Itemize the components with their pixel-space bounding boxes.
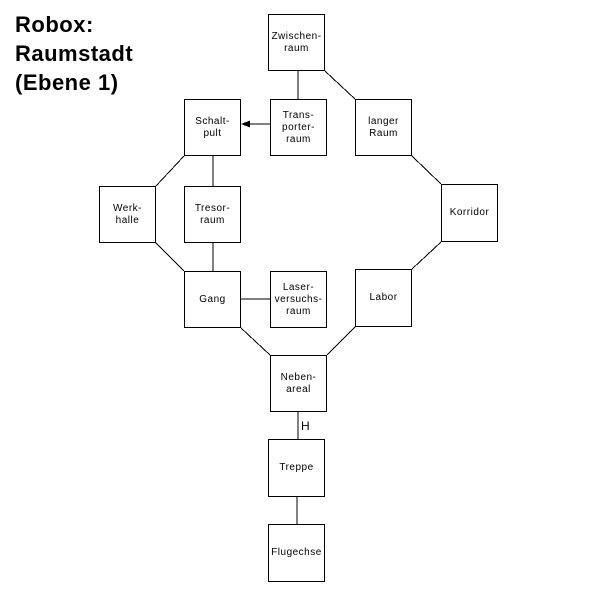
- room-tresorraum: Tresor- raum: [184, 186, 241, 243]
- title-line-1: Robox:: [15, 12, 94, 37]
- connection-labor--nebenareal: [326, 326, 356, 356]
- connection-nebenareal--gang: [240, 327, 271, 356]
- door-label-h: H: [301, 419, 310, 433]
- room-werkhalle: Werk- halle: [99, 186, 156, 243]
- connection-gang--werkhalle: [155, 242, 185, 272]
- room-labor: Labor: [355, 269, 412, 327]
- room-nebenareal: Neben- areal: [270, 355, 327, 412]
- title-line-2: Raumstadt: [15, 41, 134, 66]
- title-line-3: (Ebene 1): [15, 70, 119, 95]
- room-laserversuchsraum: Laser- versuchs- raum: [270, 271, 327, 328]
- room-langer-raum: langer Raum: [355, 99, 412, 156]
- room-korridor: Korridor: [441, 184, 498, 242]
- page-title: Robox: Raumstadt (Ebene 1): [15, 10, 133, 97]
- room-transporterraum: Trans- porter- raum: [270, 99, 327, 156]
- room-flugechse: Flugechse: [268, 524, 325, 582]
- connection-werkhalle--schaltpult: [155, 155, 185, 187]
- connection-langer-raum--korridor: [411, 155, 442, 185]
- connection-zwischenraum--langer-raum: [324, 70, 356, 100]
- room-schaltpult: Schalt- pult: [184, 99, 241, 156]
- room-zwischenraum: Zwischen- raum: [268, 14, 325, 71]
- room-gang: Gang: [184, 271, 241, 328]
- connection-korridor--labor: [411, 241, 442, 270]
- room-treppe: Treppe: [268, 439, 325, 497]
